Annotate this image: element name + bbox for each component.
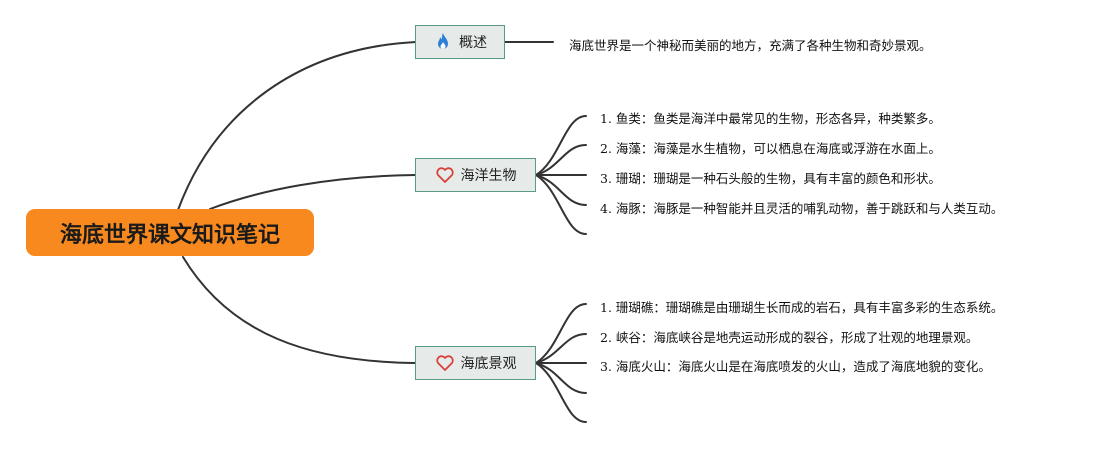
overview-leaf[interactable]: 海底世界是一个神秘而美丽的地方，充满了各种生物和奇妙景观。 (569, 35, 932, 54)
root-topic[interactable]: 海底世界课文知识笔记 (26, 209, 314, 256)
branch-landscape[interactable]: 海底景观 (415, 346, 536, 380)
leaf-number: 1. (600, 111, 612, 126)
heart-icon (435, 167, 454, 183)
connector-marine-leaf-5 (535, 174, 587, 235)
leaf-text: 海底火山：海底火山是在海底喷发的火山，造成了海底地貌的变化。 (615, 359, 991, 374)
connector-landscape-leaf-4 (535, 362, 587, 394)
branch-marine-life[interactable]: 海洋生物 (415, 158, 536, 192)
marine-leaf-4[interactable]: 4. 海豚：海豚是一种智能并且灵活的哺乳动物，善于跳跃和与人类互动。 (600, 198, 1003, 217)
connector-root-landscape (182, 256, 417, 364)
overview-leaf-text: 海底世界是一个神秘而美丽的地方，充满了各种生物和奇妙景观。 (569, 38, 932, 53)
connector-landscape-leaf-2 (535, 333, 587, 364)
leaf-number: 3. (600, 171, 612, 186)
branch-overview[interactable]: 概述 (415, 25, 505, 59)
connector-marine-leaf-1 (535, 115, 587, 176)
connector-root-overview (177, 41, 417, 211)
leaf-number: 1. (600, 300, 612, 315)
leaf-text: 珊瑚礁：珊瑚礁是由珊瑚生长而成的岩石，具有丰富多彩的生态系统。 (615, 300, 1004, 315)
heart-icon (435, 355, 454, 371)
landscape-leaf-3[interactable]: 3. 海底火山：海底火山是在海底喷发的火山，造成了海底地貌的变化。 (600, 356, 991, 375)
leaf-number: 2. (600, 141, 612, 156)
leaf-text: 峡谷：海底峡谷是地壳运动形成的裂谷，形成了壮观的地理景观。 (615, 330, 979, 345)
leaf-number: 2. (600, 330, 612, 345)
leaf-text: 海藻：海藻是水生植物，可以栖息在海底或浮游在水面上。 (615, 141, 941, 156)
branch-overview-label: 概述 (459, 35, 487, 51)
leaf-number: 4. (600, 201, 612, 216)
marine-leaf-2[interactable]: 2. 海藻：海藻是水生植物，可以栖息在海底或浮游在水面上。 (600, 138, 941, 157)
leaf-number: 3. (600, 359, 612, 374)
leaf-text: 珊瑚：珊瑚是一种石头般的生物，具有丰富的颜色和形状。 (615, 171, 941, 186)
connector-landscape-leaf-5 (535, 362, 587, 423)
leaf-text: 海豚：海豚是一种智能并且灵活的哺乳动物，善于跳跃和与人类互动。 (615, 201, 1004, 216)
leaf-text: 鱼类：鱼类是海洋中最常见的生物，形态各异，种类繁多。 (615, 111, 941, 126)
landscape-leaf-2[interactable]: 2. 峡谷：海底峡谷是地壳运动形成的裂谷，形成了壮观的地理景观。 (600, 327, 978, 346)
connector-marine-leaf-4 (535, 174, 587, 206)
branch-landscape-label: 海底景观 (460, 356, 517, 372)
marine-leaf-1[interactable]: 1. 鱼类：鱼类是海洋中最常见的生物，形态各异，种类繁多。 (600, 108, 941, 127)
connector-root-marine-life (209, 174, 417, 210)
fire-icon (438, 33, 448, 49)
branch-marine-life-label: 海洋生物 (460, 168, 517, 184)
connector-marine-leaf-2 (535, 144, 587, 176)
connector-landscape-leaf-1 (535, 303, 587, 364)
landscape-leaf-1[interactable]: 1. 珊瑚礁：珊瑚礁是由珊瑚生长而成的岩石，具有丰富多彩的生态系统。 (600, 297, 1003, 316)
marine-leaf-3[interactable]: 3. 珊瑚：珊瑚是一种石头般的生物，具有丰富的颜色和形状。 (600, 168, 941, 187)
